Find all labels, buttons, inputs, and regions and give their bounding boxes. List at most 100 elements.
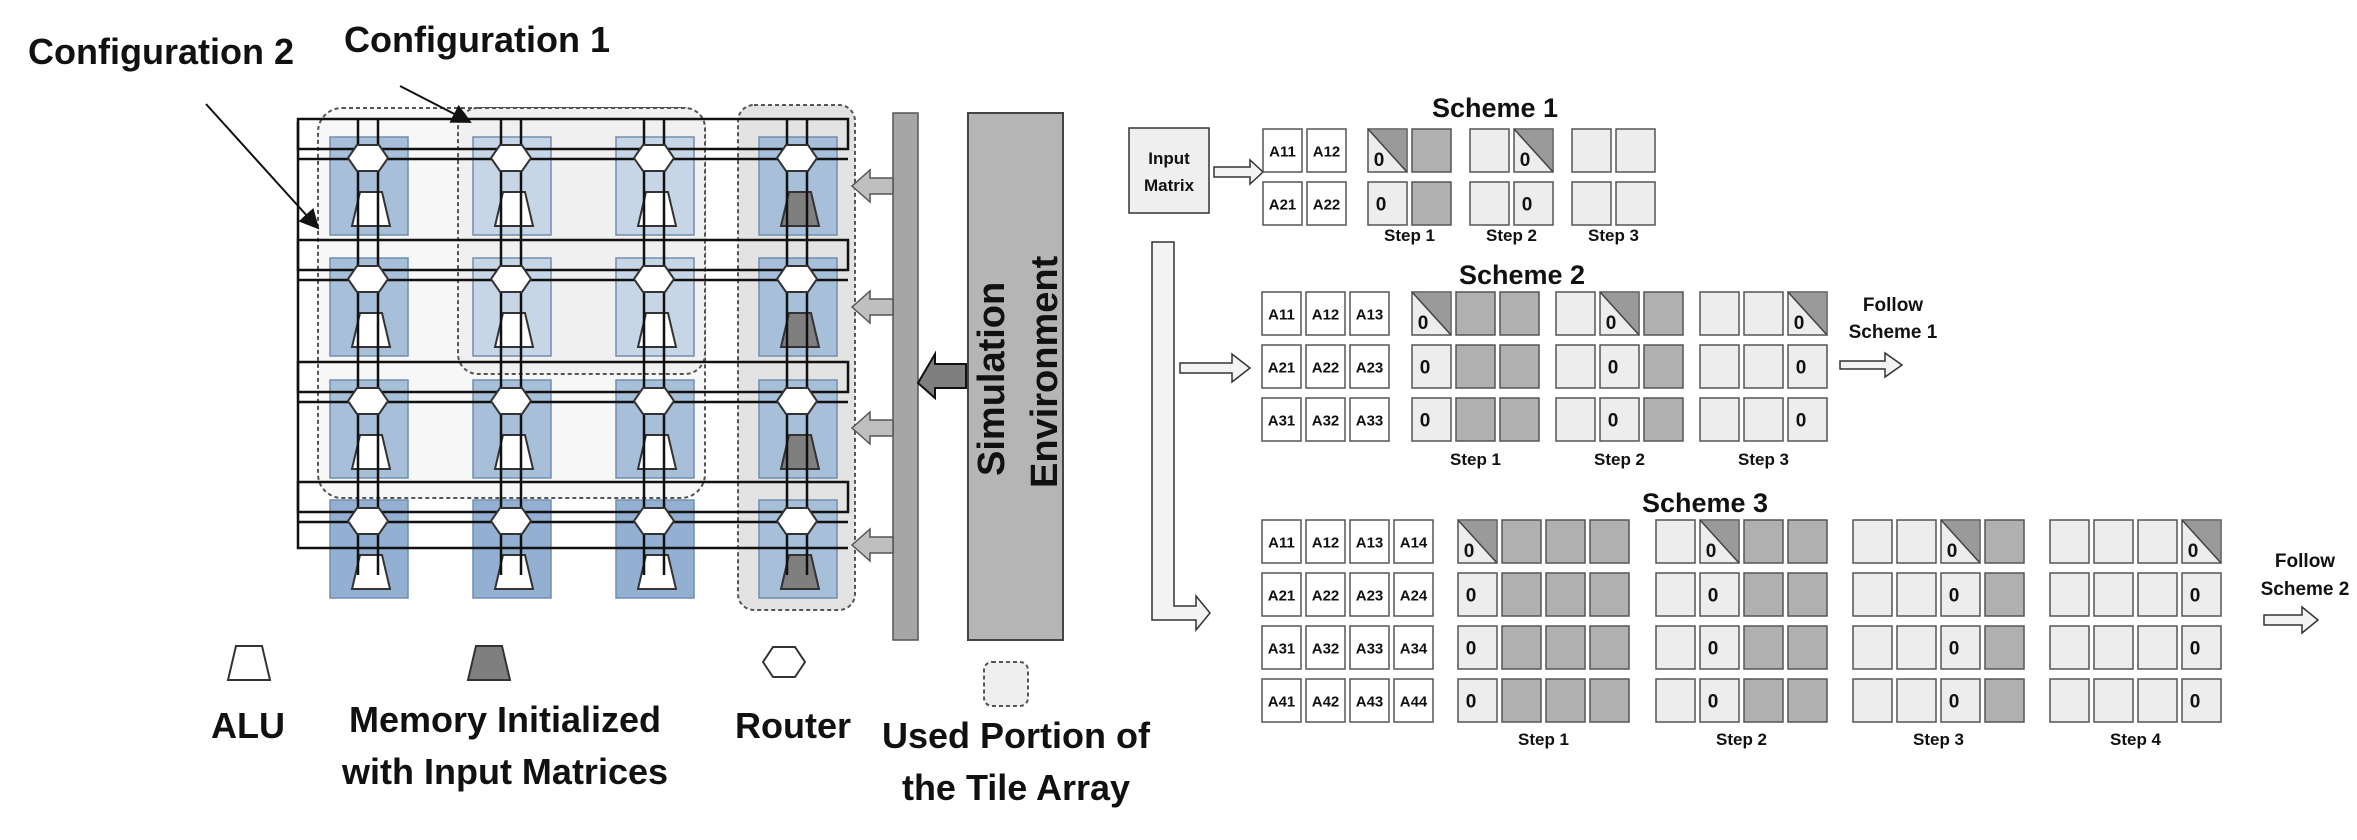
input-matrix-line1: Input: [1148, 149, 1190, 168]
step-cell: [1411, 128, 1452, 173]
l-connector-arrow: [1151, 241, 1211, 633]
matrix-label-cell: [1393, 519, 1434, 564]
configuration-2-pointer: [205, 103, 320, 230]
step-cell: [1699, 397, 1740, 442]
step-cell: [2049, 678, 2090, 723]
matrix-label-text: A41: [1268, 694, 1296, 711]
step-cell: [1743, 291, 1784, 336]
step-cell: [1743, 519, 1784, 564]
step-cell: [1545, 519, 1586, 564]
matrix-label-text: A31: [1268, 413, 1296, 430]
matrix-label-cell: [1393, 678, 1434, 723]
sim-env-arrow: [916, 350, 967, 401]
follow-scheme-2-line2: Scheme 2: [2261, 579, 2350, 600]
zero-text: 0: [1520, 150, 1531, 171]
step-cell: [2181, 678, 2222, 723]
step-cell: [1589, 625, 1630, 670]
router-r2-c1: [346, 265, 390, 293]
router-r1-c3: [632, 144, 676, 172]
router-r1-c1: [346, 144, 390, 172]
step-cell: [1643, 291, 1684, 336]
router-r4-c2: [489, 507, 533, 535]
router-r1-c2: [489, 144, 533, 172]
step-cell: [1655, 678, 1696, 723]
step-cell: [2137, 572, 2178, 617]
router-r4-c1: [346, 507, 390, 535]
matrix-label-cell: [1305, 678, 1346, 723]
memory-icon: [779, 434, 821, 470]
step-cell: [1589, 678, 1630, 723]
alu-icon: [350, 191, 392, 227]
step-cell: [2049, 519, 2090, 564]
step-cell: [2137, 519, 2178, 564]
step-cell: [1984, 519, 2025, 564]
diagonal-line: [1513, 128, 1554, 173]
zero-text: 0: [1466, 692, 1477, 713]
step-cell: [1599, 344, 1640, 389]
router-r2-c3: [632, 265, 676, 293]
step-cell: [1501, 519, 1542, 564]
follow-scheme-2-line1: Follow: [2275, 551, 2335, 572]
diagonal-line: [1699, 519, 1740, 564]
matrix-label-cell: [1261, 625, 1302, 670]
step-cell: [2181, 625, 2222, 670]
matrix-label-cell: [1261, 572, 1302, 617]
zero-text: 0: [1708, 639, 1719, 660]
matrix-label-cell: [1393, 625, 1434, 670]
step-cell: [1545, 625, 1586, 670]
step-cell: [1545, 572, 1586, 617]
zero-text: 0: [1708, 586, 1719, 607]
step-cell: [1984, 572, 2025, 617]
step-cell: [1589, 519, 1630, 564]
matrix-label-text: A23: [1356, 360, 1384, 377]
step-cell: [1555, 291, 1596, 336]
matrix-label-text: A11: [1268, 307, 1295, 324]
step-cell: [1499, 344, 1540, 389]
step-cell: [1455, 344, 1496, 389]
step-cell: [1655, 625, 1696, 670]
tiles: [329, 136, 838, 599]
matrix-label-cell: [1305, 572, 1346, 617]
sim-env-line1: Simulation: [971, 282, 1013, 476]
step-label: Step 1: [1450, 450, 1501, 469]
step-cell: [1852, 572, 1893, 617]
zero-text: 0: [1947, 541, 1958, 562]
router-r1-c4: [775, 144, 819, 172]
step-cell: [1499, 291, 1540, 336]
step-cell: [2181, 572, 2222, 617]
bus-arrow: [850, 410, 894, 446]
matrix-label-text: A44: [1400, 694, 1428, 711]
step-cell: [2093, 572, 2134, 617]
outer-loop-wire: [296, 122, 848, 550]
zero-text: 0: [1608, 411, 1619, 432]
matrix-label-cell: [1305, 344, 1346, 389]
matrix-label-cell: [1305, 397, 1346, 442]
matrix-label-text: A42: [1312, 694, 1340, 711]
router-r3-c1: [346, 387, 390, 415]
matrix-label-cell: [1349, 291, 1390, 336]
step-label: Step 3: [1913, 730, 1964, 749]
zero-text: 0: [1418, 313, 1429, 334]
step-cell: [1367, 181, 1408, 226]
step-cell: [1940, 572, 1981, 617]
configuration-1-pointer: [399, 85, 472, 123]
zero-text: 0: [1466, 639, 1477, 660]
configuration-1-label: Configuration 1: [344, 19, 610, 60]
step-cell: [1852, 678, 1893, 723]
matrix-label-text: A12: [1312, 535, 1340, 552]
step-cell: [1615, 128, 1656, 173]
step-cell: [1501, 678, 1542, 723]
matrix-label-text: A33: [1356, 413, 1384, 430]
step-cell: [1940, 678, 1981, 723]
zero-text: 0: [2190, 692, 2201, 713]
step-label: Step 3: [1738, 450, 1789, 469]
step-cell: [1501, 572, 1542, 617]
follow-scheme-2-arrow: [2263, 605, 2320, 635]
matrix-label-cell: [1349, 625, 1390, 670]
step-cell: [1615, 181, 1656, 226]
matrix-label-text: A14: [1400, 535, 1428, 552]
matrix-label-cell: [1306, 181, 1347, 226]
scheme-1-title: Scheme 1: [1432, 93, 1558, 123]
